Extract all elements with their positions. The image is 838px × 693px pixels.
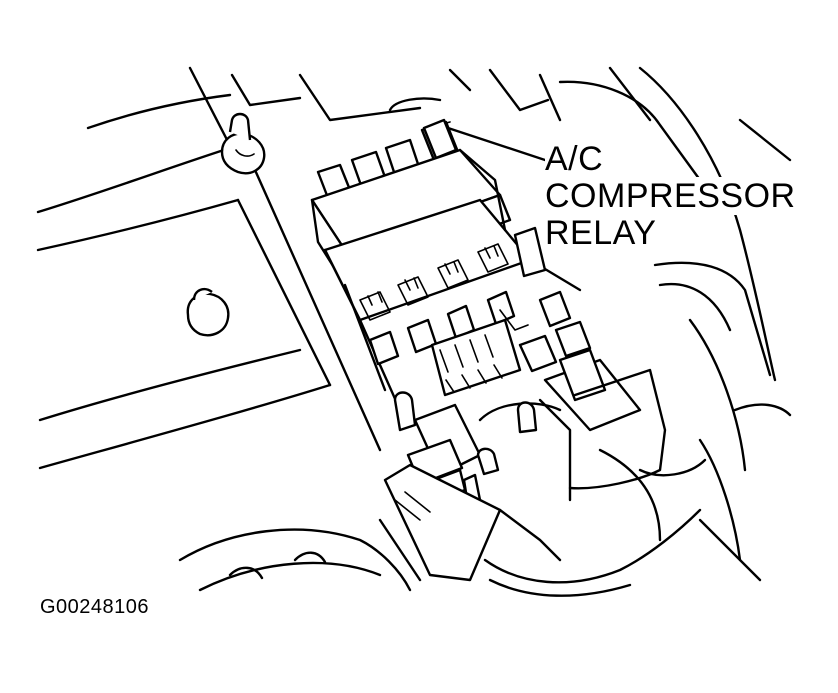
upper-stud xyxy=(220,112,266,175)
lower-stud xyxy=(186,288,230,337)
wire-harness xyxy=(178,448,762,597)
left-panel xyxy=(36,66,382,470)
callout-line-3: RELAY xyxy=(545,214,657,252)
callout-leader xyxy=(446,126,547,162)
fuse-slots xyxy=(359,226,547,366)
figure-id: G00248106 xyxy=(40,596,150,618)
connector-block xyxy=(430,318,522,397)
mount-bracket xyxy=(378,463,562,582)
background-structure xyxy=(230,66,792,562)
callout-line-2: COMPRESSOR xyxy=(545,177,796,215)
ac-compressor-relay xyxy=(422,118,458,160)
lower-relays xyxy=(499,290,592,373)
callout-line-1: A/C xyxy=(545,140,604,178)
relay-box-body xyxy=(310,148,582,412)
